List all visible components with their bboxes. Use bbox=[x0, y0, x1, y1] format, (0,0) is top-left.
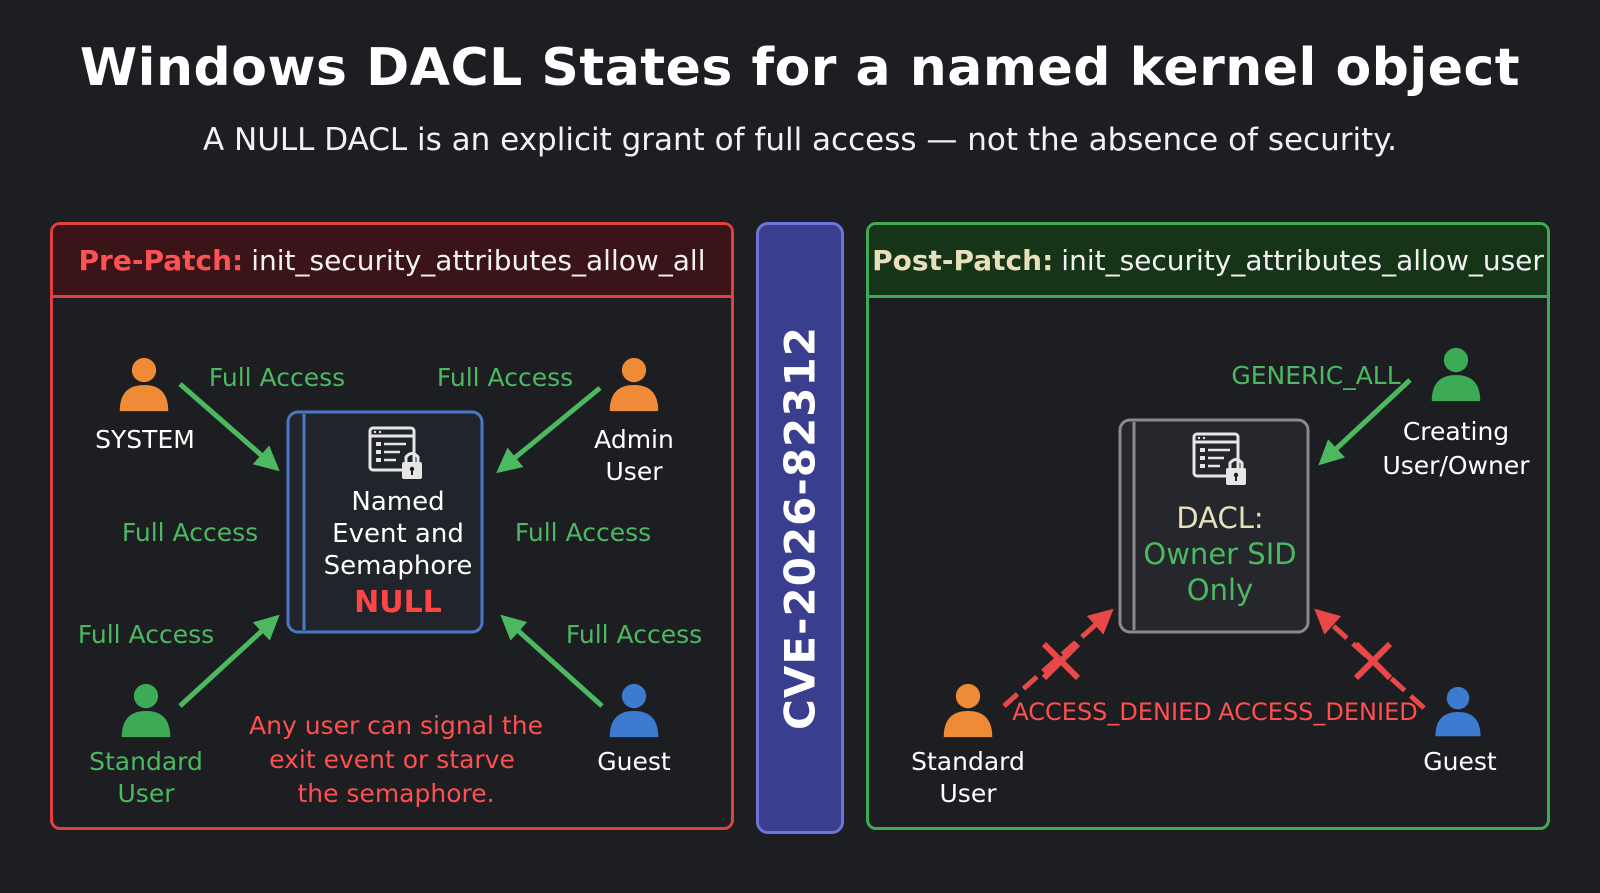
owner-label-line2: User/Owner bbox=[1382, 451, 1530, 480]
post-object-node: DACL: Owner SID Only bbox=[1118, 418, 1310, 634]
warning-line1: Any user can signal the bbox=[249, 711, 543, 740]
right-mid-access-label: Full Access bbox=[515, 518, 651, 547]
pre-object-line2: Event and bbox=[332, 519, 464, 549]
post-patch-function: init_security_attributes_allow_user bbox=[1061, 243, 1544, 277]
guest-access-label: Full Access bbox=[566, 620, 702, 649]
pre-standard-label-line1: Standard bbox=[89, 747, 203, 776]
post-object-line3: Only bbox=[1187, 573, 1253, 607]
pre-patch-panel: Pre-Patch: init_security_attributes_allo… bbox=[50, 222, 734, 830]
guest-person-icon bbox=[609, 683, 659, 738]
post-standard-label-line2: User bbox=[940, 779, 998, 808]
admin-grant-arrow bbox=[496, 386, 602, 474]
standard-deny-x-icon bbox=[1041, 641, 1081, 681]
pre-patch-label: Pre-Patch: bbox=[78, 243, 244, 277]
pre-object-node: Named Event and Semaphore NULL bbox=[286, 410, 484, 634]
page-title: Windows DACL States for a named kernel o… bbox=[79, 38, 1521, 98]
standard-deny-arrow bbox=[1002, 608, 1114, 708]
guest-denied-label: ACCESS_DENIED bbox=[1218, 698, 1417, 726]
system-access-label: Full Access bbox=[209, 363, 345, 392]
admin-person-icon bbox=[609, 357, 659, 412]
pre-object-line1: Named bbox=[351, 487, 444, 517]
owner-access-label: GENERIC_ALL bbox=[1231, 361, 1400, 390]
post-patch-header: Post-Patch: init_security_attributes_all… bbox=[869, 225, 1547, 298]
owner-grant-arrow bbox=[1318, 378, 1412, 466]
admin-access-label: Full Access bbox=[437, 363, 573, 392]
pre-patch-function: init_security_attributes_allow_all bbox=[251, 243, 706, 277]
system-person-icon bbox=[119, 357, 169, 412]
guest-deny-x-icon bbox=[1353, 641, 1393, 681]
null-dacl-value: NULL bbox=[354, 585, 442, 620]
standard-user-person-icon bbox=[121, 683, 171, 738]
cve-bar: CVE-2026-82312 bbox=[756, 222, 844, 834]
pre-guest-label: Guest bbox=[597, 747, 671, 776]
post-object-line2: Owner SID bbox=[1143, 537, 1296, 571]
standard-denied-label: ACCESS_DENIED bbox=[1012, 698, 1211, 726]
system-grant-arrow bbox=[178, 382, 280, 472]
post-guest-person-icon bbox=[1435, 686, 1481, 737]
post-patch-panel: Post-Patch: init_security_attributes_all… bbox=[866, 222, 1550, 830]
post-standard-label-line1: Standard bbox=[911, 747, 1025, 776]
guest-deny-arrow bbox=[1314, 608, 1426, 710]
page-subtitle: A NULL DACL is an explicit grant of full… bbox=[202, 122, 1398, 158]
pre-patch-header: Pre-Patch: init_security_attributes_allo… bbox=[53, 225, 731, 298]
admin-label-line2: User bbox=[606, 457, 664, 486]
warning-line3: the semaphore. bbox=[297, 779, 494, 808]
left-mid-access-label: Full Access bbox=[122, 518, 258, 547]
post-guest-label: Guest bbox=[1423, 747, 1497, 776]
admin-label-line1: Admin bbox=[594, 425, 674, 454]
standard-grant-arrow bbox=[178, 614, 280, 708]
owner-person-icon bbox=[1431, 347, 1481, 402]
post-object-line1: DACL: bbox=[1176, 501, 1263, 535]
post-patch-label: Post-Patch: bbox=[872, 243, 1054, 277]
standard-access-label: Full Access bbox=[78, 620, 214, 649]
system-label: SYSTEM bbox=[95, 425, 195, 454]
owner-label-line1: Creating bbox=[1403, 417, 1509, 446]
pre-standard-label-line2: User bbox=[118, 779, 176, 808]
warning-line2: exit event or starve bbox=[269, 745, 515, 774]
pre-object-line3: Semaphore bbox=[324, 551, 473, 581]
guest-grant-arrow bbox=[500, 614, 604, 708]
post-standard-person-icon bbox=[943, 683, 993, 738]
